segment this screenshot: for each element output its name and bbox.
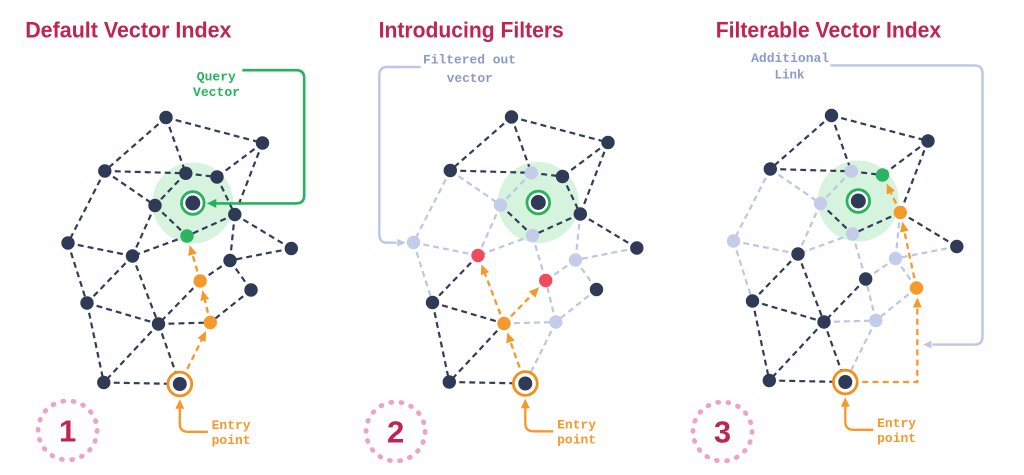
svg-text:point: point — [877, 431, 916, 446]
svg-text:Additional: Additional — [751, 51, 829, 66]
svg-text:point: point — [212, 433, 251, 448]
svg-text:1: 1 — [59, 414, 76, 449]
svg-text:2: 2 — [387, 415, 404, 450]
svg-text:Filterable Vector Index: Filterable Vector Index — [716, 18, 942, 43]
svg-text:3: 3 — [714, 415, 731, 450]
svg-text:Query: Query — [197, 70, 236, 85]
svg-text:Vector: Vector — [193, 85, 240, 100]
svg-text:Entry: Entry — [212, 418, 251, 433]
svg-text:Link: Link — [775, 68, 805, 83]
svg-text:Filtered out: Filtered out — [423, 53, 516, 68]
svg-text:Entry: Entry — [877, 416, 916, 431]
svg-text:Entry: Entry — [557, 418, 596, 433]
svg-text:Introducing Filters: Introducing Filters — [379, 18, 564, 43]
svg-text:Default Vector Index: Default Vector Index — [25, 18, 232, 43]
svg-text:point: point — [557, 433, 596, 448]
svg-text:vector: vector — [447, 71, 493, 86]
